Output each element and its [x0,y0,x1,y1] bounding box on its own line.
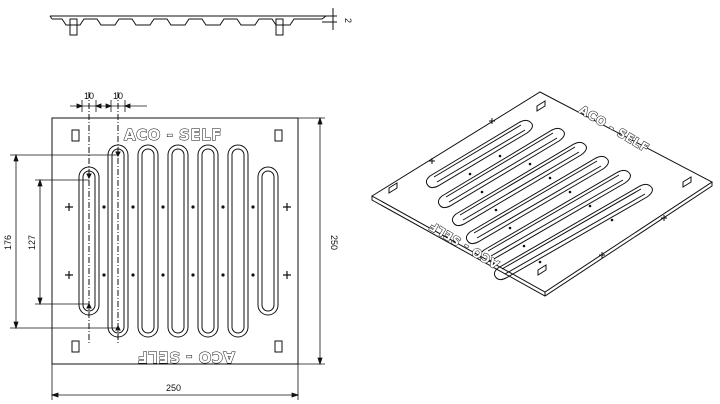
slot [261,170,275,312]
dim-height-outer: 176 [3,235,13,250]
slot [167,144,189,338]
dim-plate-height: 250 [329,235,339,250]
dim-spacing-right: 10 [113,91,123,101]
corner-stud [71,129,80,142]
plate-outline [51,117,299,365]
iso-stars [429,118,667,258]
side-foot-right [275,18,284,36]
slot [231,148,245,334]
slot [171,148,185,334]
iso-slots [425,119,653,281]
side-profile [52,15,327,26]
slot [257,166,279,316]
corner-stud [71,340,80,353]
brand-label-top: ACO - SELF [124,126,222,144]
iso-holes [468,154,614,264]
dim-spacing-left: 10 [84,91,94,101]
side-foot-left [69,18,78,36]
holes [102,205,255,277]
side-view [49,8,337,36]
brand-label-bottom: ACO - SELF [137,348,235,366]
slot [227,144,249,338]
iso-studs [388,100,692,276]
iso-plate-top [371,91,713,293]
isometric-view [371,91,713,297]
plan-view [51,92,299,365]
dim-thickness: 2 [343,18,353,23]
corner-stud [274,129,283,142]
slot [141,148,155,334]
centerlines [88,92,119,345]
slot [137,144,159,338]
dimension-lines [10,100,325,400]
dim-plate-width: 250 [166,383,181,393]
slot [201,148,215,334]
corner-stud [274,340,283,353]
slot [197,144,219,338]
dim-height-inner: 127 [27,235,37,250]
star-marks [65,203,291,279]
slot-group [78,144,279,338]
